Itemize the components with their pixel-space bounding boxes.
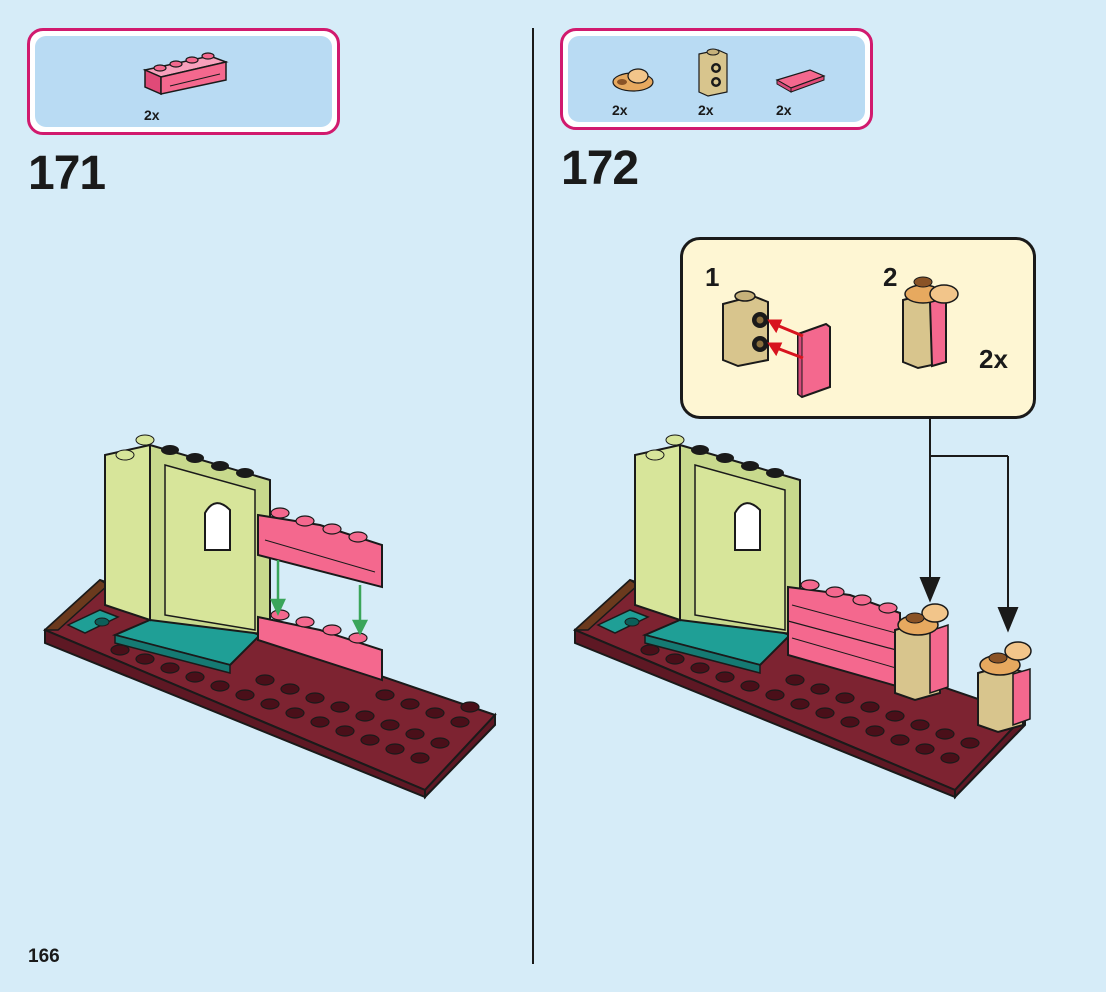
pink-brick-part-icon [140,42,230,97]
step-171-model-illustration [40,425,500,800]
tan-brick-side-studs-part-icon [696,44,730,96]
step-172-model-illustration [570,425,1040,800]
page-divider [532,28,534,964]
step-number-171: 171 [28,146,105,201]
pink-tile-part-icon [774,66,826,94]
substep-2-label: 2 [883,262,897,293]
part-quantity: 2x [612,102,628,118]
subassembly-multiplier: 2x [979,344,1008,375]
part-quantity: 2x [776,102,792,118]
part-quantity: 2x [698,102,714,118]
part-quantity: 2x [144,107,160,123]
substep-2-illustration [898,270,978,370]
step-number-172: 172 [561,141,638,196]
page-number: 166 [28,946,60,968]
nougat-clip-part-icon [608,64,658,92]
substep-1-illustration [718,282,838,397]
